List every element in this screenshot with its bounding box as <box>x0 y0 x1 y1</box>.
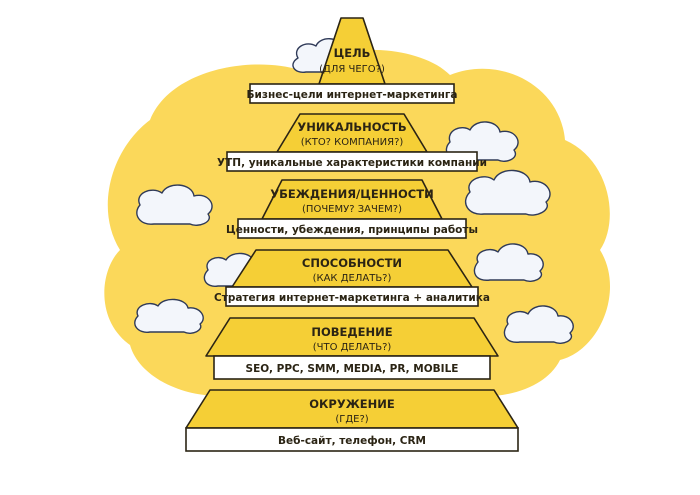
tier-6-question: (ГДЕ?) <box>335 414 368 425</box>
tier-5-shape <box>205 317 499 357</box>
tier-4-title: СПОСОБНОСТИ <box>302 256 402 270</box>
tier-1-title: ЦЕЛЬ <box>334 46 371 60</box>
tier-3-question: (ПОЧЕМУ? ЗАЧЕМ?) <box>302 204 402 215</box>
tier-2-bar <box>226 151 478 172</box>
tier-4-bar-text: Стратегия интернет-маркетинга + аналитик… <box>214 292 490 304</box>
cloud-icon-right <box>465 169 551 216</box>
tier-2-question: (КТО? КОМПАНИЯ?) <box>301 137 404 148</box>
tier-1-bar <box>249 83 455 104</box>
tier-3-title: УБЕЖДЕНИЯ/ЦЕННОСТИ <box>270 187 433 201</box>
tier-5-question: (ЧТО ДЕЛАТЬ?) <box>313 342 392 353</box>
tier-1-bar-text: Бизнес-цели интернет-маркетинга <box>247 89 458 101</box>
tier-3-bar-text: Ценности, убеждения, принципы работы <box>226 224 478 236</box>
tier-4-question: (КАК ДЕЛАТЬ?) <box>313 273 392 284</box>
tier-6-title: ОКРУЖЕНИЕ <box>309 397 395 411</box>
cloud-icon-lower-right <box>503 305 574 344</box>
tier-4-bar <box>225 286 479 307</box>
tier-6-bar-text: Веб-сайт, телефон, CRM <box>278 435 426 447</box>
tier-2-title: УНИКАЛЬНОСТЬ <box>297 120 406 134</box>
tier-5-bar <box>213 355 491 380</box>
tier-1-question: (ДЛЯ ЧЕГО?) <box>319 64 385 75</box>
tier-6-bar <box>185 427 519 452</box>
cloud-icon-lower-left <box>134 298 204 334</box>
tier-2-bar-text: УТП, уникальные характеристики компании <box>217 157 487 169</box>
tier-5-title: ПОВЕДЕНИЕ <box>311 325 392 339</box>
cloud-icon-center-right <box>473 243 544 282</box>
cloud-icon-left <box>136 184 213 226</box>
tier-5-bar-text: SEO, PPC, SMM, MEDIA, PR, MOBILE <box>246 363 459 375</box>
tier-3-bar <box>237 218 467 239</box>
